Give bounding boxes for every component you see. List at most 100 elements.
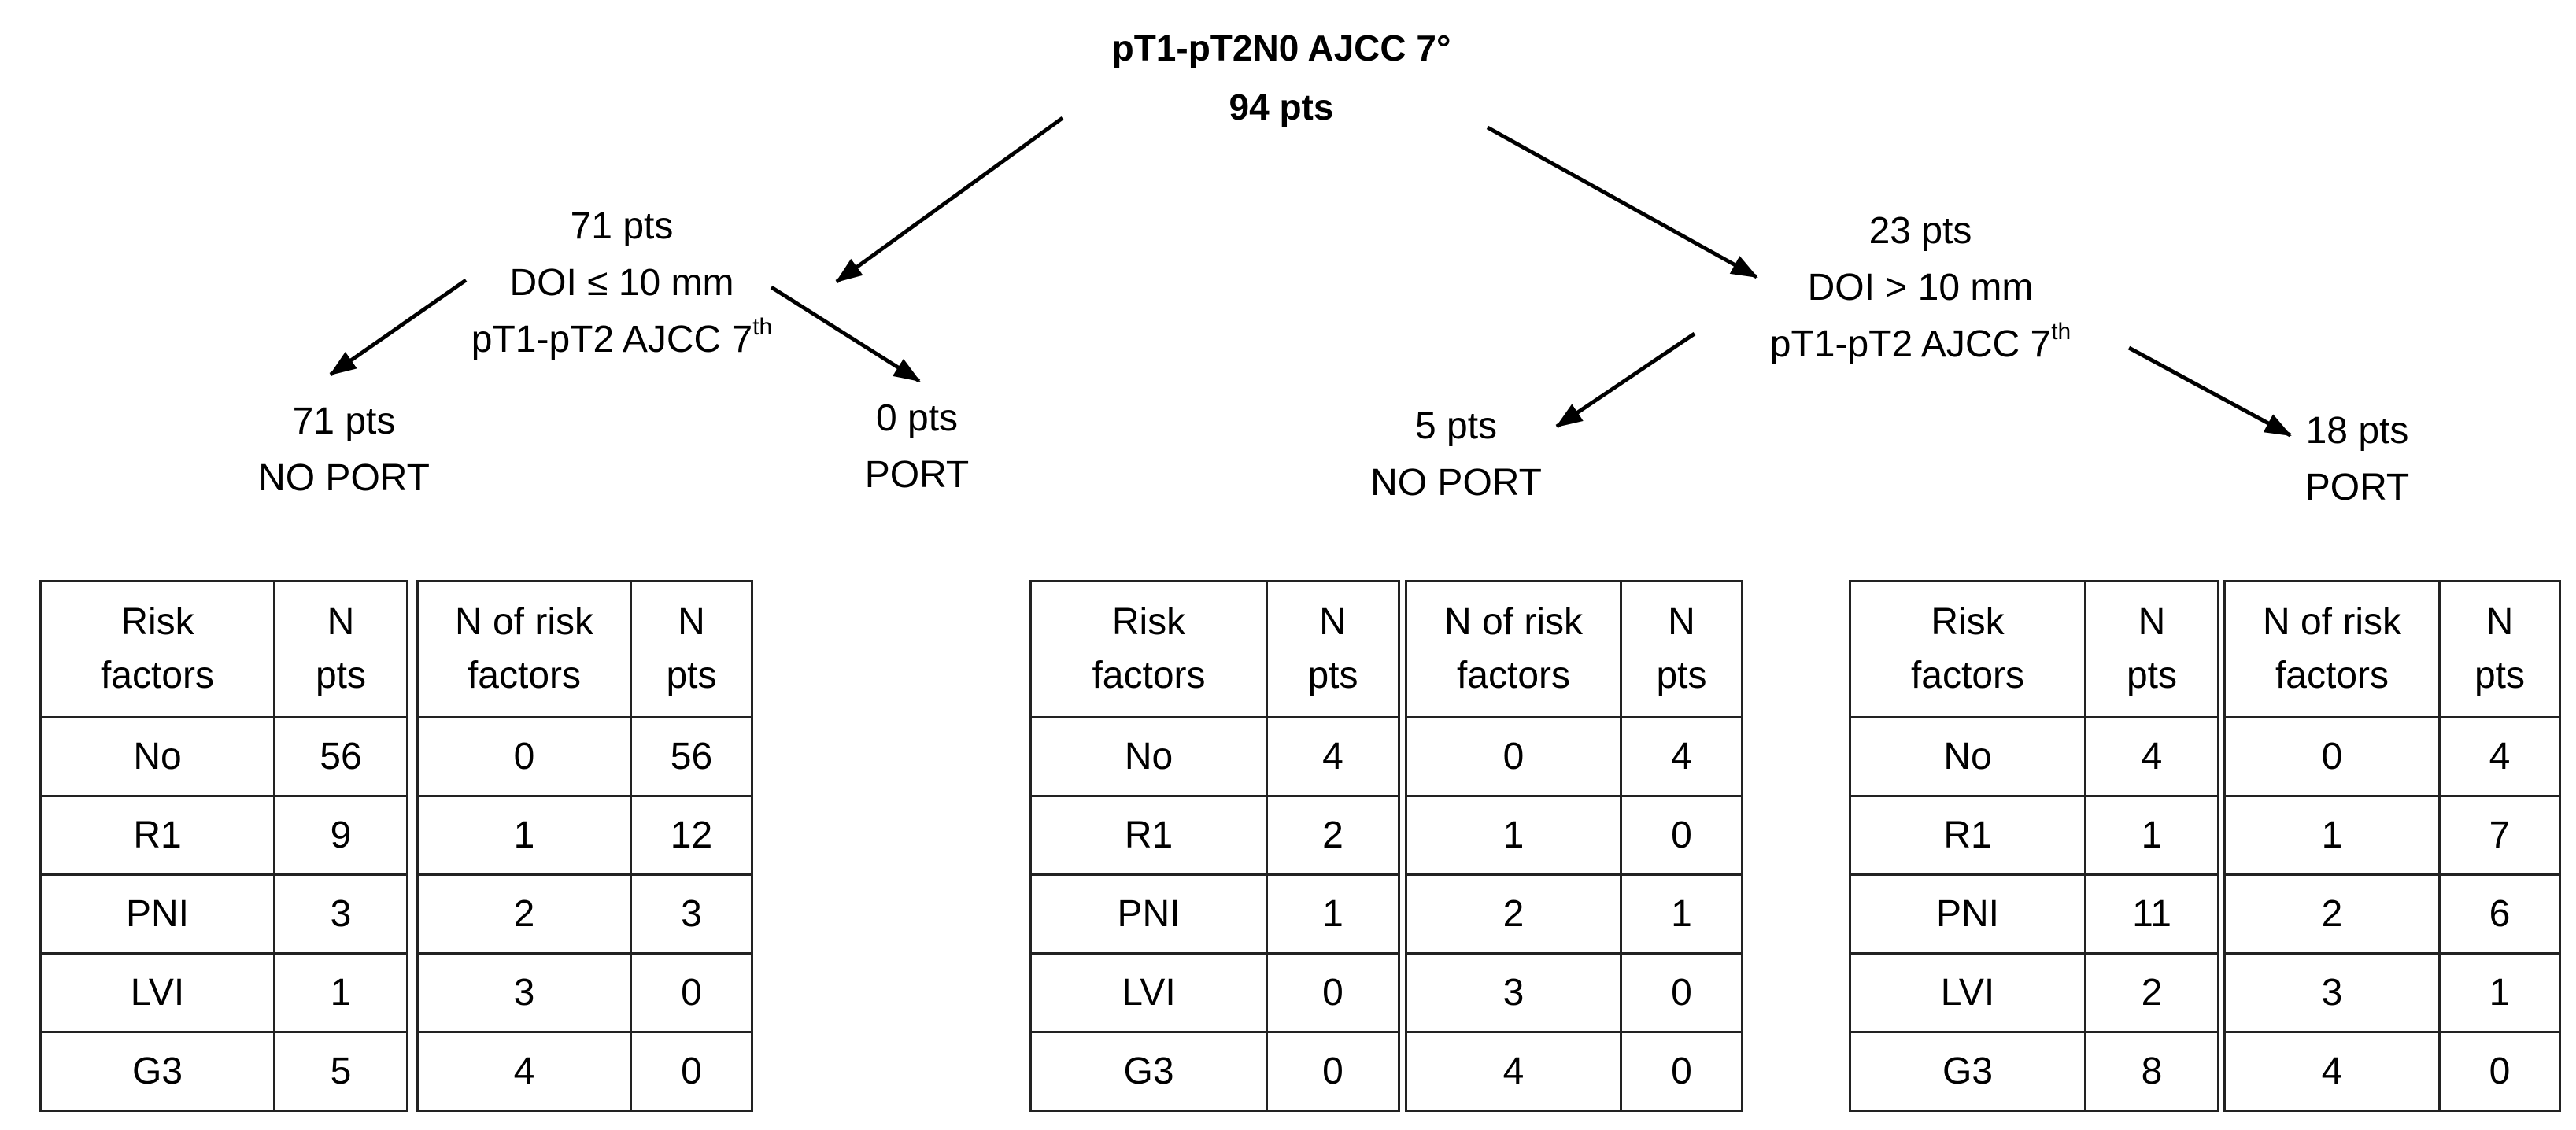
n-pts: 8 — [2084, 1031, 2219, 1112]
leaf-count: 5 pts — [1414, 405, 1498, 447]
leaf-count: 71 pts — [292, 401, 396, 442]
n-of-risk-factors: 0 — [416, 716, 632, 797]
right-port-leaf: 18 pts PORT — [2227, 403, 2487, 516]
n-of-risk-factors: 4 — [2223, 1031, 2441, 1112]
leaf-label: PORT — [864, 454, 970, 496]
risk-factor: R1 — [39, 795, 275, 876]
right-no-port-leaf: 5 pts NO PORT — [1299, 398, 1613, 511]
n-pts: 2 — [1266, 795, 1400, 876]
risk-factor: G3 — [1849, 1031, 2086, 1112]
n-of-risk-factors: 3 — [2223, 952, 2441, 1033]
n-pts: 9 — [273, 795, 408, 876]
left-branch-doi: DOI ≤ 10 mm — [509, 262, 734, 304]
n-pts: 56 — [273, 716, 408, 797]
risk-factor: LVI — [39, 952, 275, 1033]
n-of-risk-factors: 2 — [416, 873, 632, 955]
n-pts: 5 — [273, 1031, 408, 1112]
risk-factor: No — [1849, 716, 2086, 797]
root-title: pT1-pT2N0 AJCC 7° — [1111, 28, 1451, 68]
n-of-risk-factors: 2 — [2223, 873, 2441, 955]
leaf-label: NO PORT — [258, 457, 430, 499]
n-pts: 0 — [1620, 795, 1743, 876]
n-pts: 2 — [2084, 952, 2219, 1033]
arrow-right-to-no-port — [1555, 331, 1696, 429]
n-pts: 0 — [1266, 952, 1400, 1033]
risk-factor: R1 — [1849, 795, 2086, 876]
n-pts: 1 — [2084, 795, 2219, 876]
n-pts: 0 — [630, 952, 753, 1033]
n-of-risk-factors: 0 — [1405, 716, 1622, 797]
n-pts: 0 — [630, 1031, 753, 1112]
n-of-risk-factors: 3 — [1405, 952, 1622, 1033]
leaf-label: NO PORT — [1370, 462, 1542, 504]
n-of-risk-factors: 0 — [2223, 716, 2441, 797]
n-pts: 0 — [2438, 1031, 2561, 1112]
n-of-risk-factors: 1 — [416, 795, 632, 876]
n-of-risk-factors: 4 — [416, 1031, 632, 1112]
n-pts: 7 — [2438, 795, 2561, 876]
n-pts: 4 — [1620, 716, 1743, 797]
risk-factor: G3 — [39, 1031, 275, 1112]
n-pts: 4 — [2438, 716, 2561, 797]
arrow-root-to-left — [835, 116, 1064, 284]
root-node: pT1-pT2N0 AJCC 7° 94 pts — [1045, 19, 1517, 137]
arrow-left-to-no-port — [329, 278, 468, 377]
n-of-risk-factors: 2 — [1405, 873, 1622, 955]
n-pts: 6 — [2438, 873, 2561, 955]
left-no-port-leaf: 71 pts NO PORT — [187, 393, 501, 507]
n-pts: 1 — [1266, 873, 1400, 955]
n-pts: 0 — [1266, 1031, 1400, 1112]
n-pts: 3 — [630, 873, 753, 955]
risk-factor: LVI — [1849, 952, 2086, 1033]
left-branch-count: 71 pts — [570, 205, 674, 247]
arrow-right-to-port — [2127, 345, 2292, 438]
left-port-leaf: 0 pts PORT — [787, 390, 1047, 504]
leaf-count: 18 pts — [2305, 410, 2409, 452]
n-of-risk-factors: 1 — [1405, 795, 1622, 876]
right-branch-doi: DOI > 10 mm — [1807, 267, 2034, 308]
n-pts: 4 — [1266, 716, 1400, 797]
root-count: 94 pts — [1229, 87, 1334, 127]
arrow-left-to-port — [770, 285, 921, 383]
risk-factor: PNI — [1849, 873, 2086, 955]
left-branch-node: 71 pts DOI ≤ 10 mm pT1-pT2 AJCC 7th — [401, 198, 842, 368]
risk-factor: PNI — [39, 873, 275, 955]
left-branch-stage: pT1-pT2 AJCC 7th — [471, 314, 773, 361]
